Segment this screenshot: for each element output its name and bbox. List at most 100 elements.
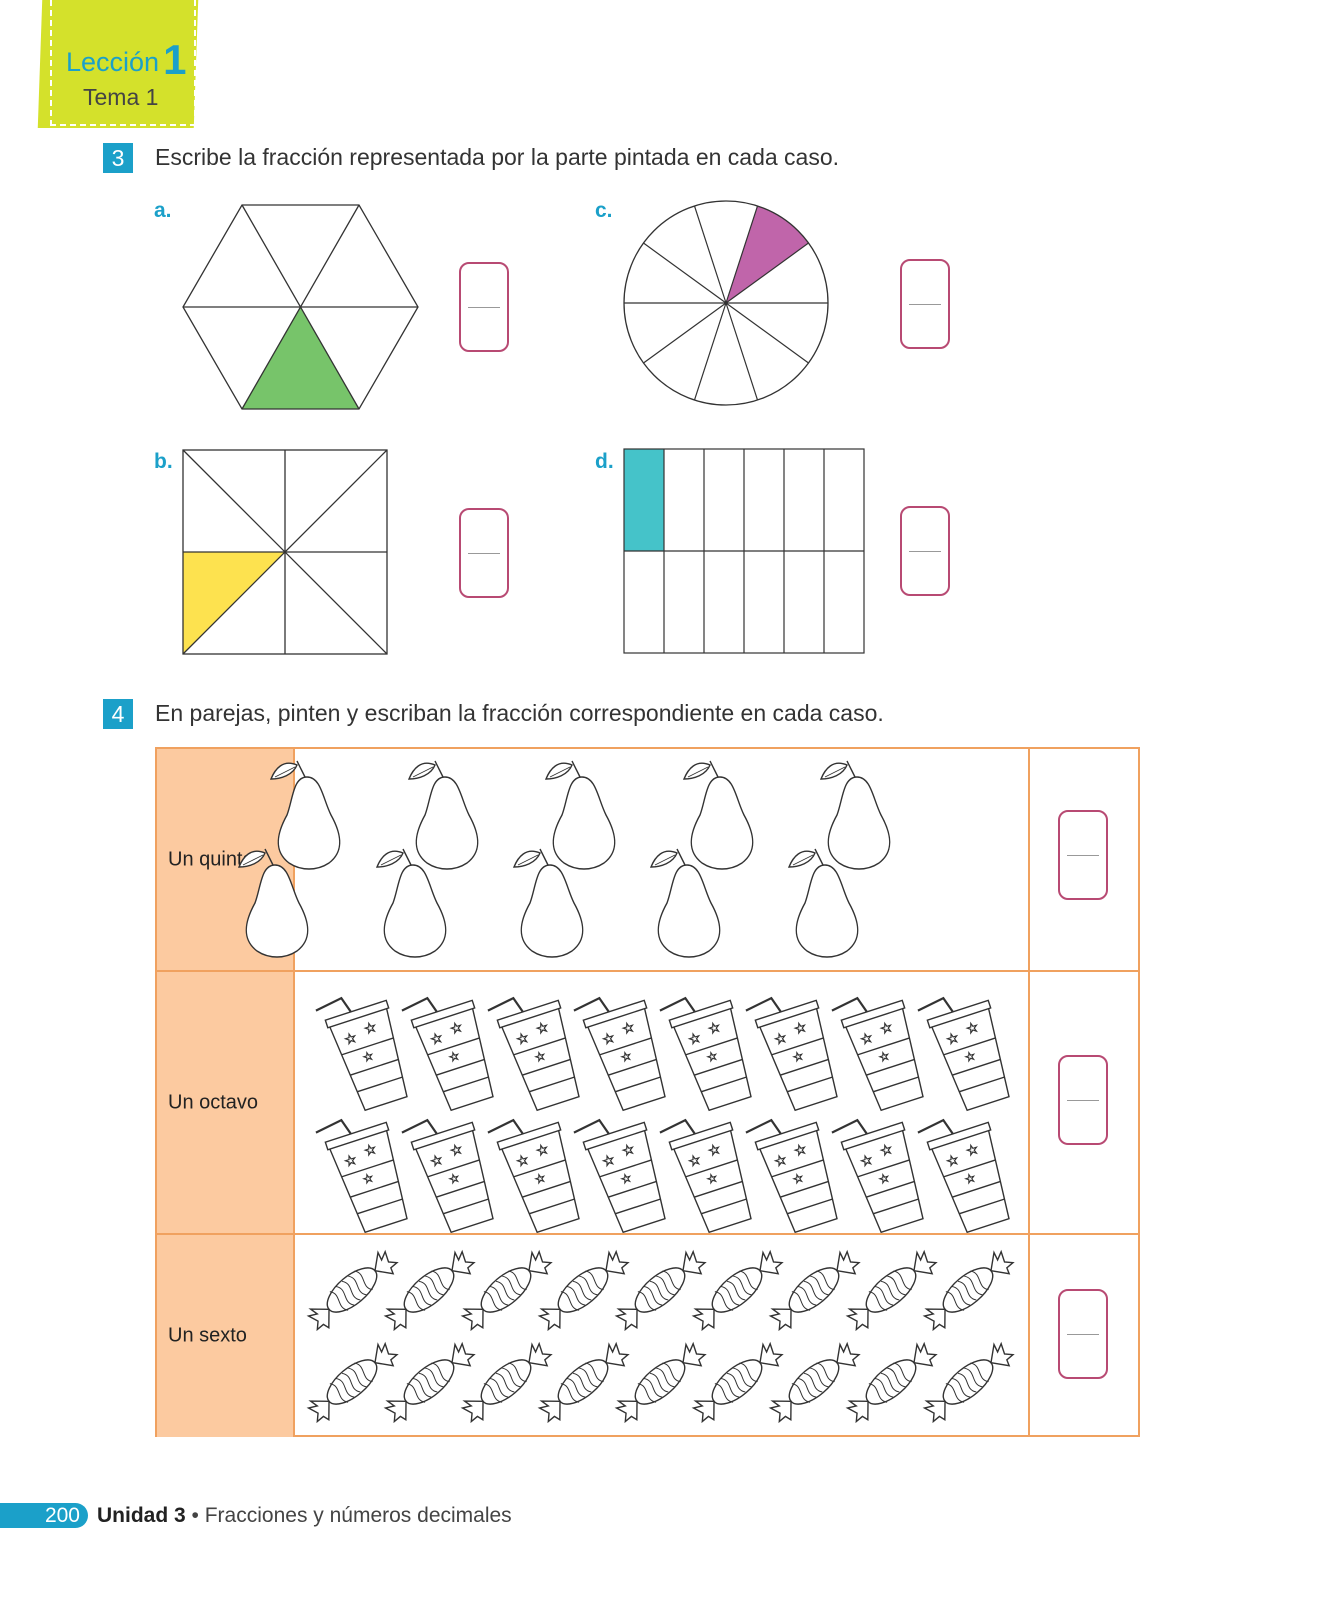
cup-icon[interactable]: ☆☆☆	[315, 985, 417, 1115]
svg-text:☆: ☆	[791, 1170, 806, 1187]
svg-text:☆: ☆	[944, 1030, 961, 1049]
svg-text:☆: ☆	[619, 1048, 634, 1065]
svg-text:☆: ☆	[620, 1141, 637, 1160]
cup-icon[interactable]: ☆☆☆	[831, 1107, 933, 1237]
candy-icon[interactable]	[842, 1338, 940, 1426]
table-row-candies: Un sexto	[157, 1235, 1138, 1437]
pear-icon[interactable]	[269, 760, 341, 870]
svg-text:☆: ☆	[877, 1048, 892, 1065]
svg-text:☆: ☆	[963, 1048, 978, 1065]
cup-icon[interactable]: ☆☆☆	[573, 1107, 675, 1237]
candy-icon[interactable]	[765, 1338, 863, 1426]
lesson-label: Lección	[66, 47, 160, 77]
answer-box-c[interactable]	[900, 259, 950, 349]
svg-text:☆: ☆	[963, 1170, 978, 1187]
cup-icon[interactable]: ☆☆☆	[917, 985, 1019, 1115]
pear-icon[interactable]	[649, 848, 721, 958]
cup-icon[interactable]: ☆☆☆	[659, 1107, 761, 1237]
candy-icon[interactable]	[688, 1246, 786, 1334]
candy-icon[interactable]	[380, 1338, 478, 1426]
cup-icon[interactable]: ☆☆☆	[401, 1107, 503, 1237]
grid-figure	[623, 448, 865, 654]
candy-icon[interactable]	[842, 1246, 940, 1334]
item-a-letter: a.	[154, 199, 172, 222]
cup-icon[interactable]: ☆☆☆	[487, 1107, 589, 1237]
svg-text:☆: ☆	[600, 1152, 617, 1171]
fraction-bar	[1067, 855, 1099, 856]
lesson-title: Lección1	[66, 36, 186, 84]
svg-text:☆: ☆	[534, 1141, 551, 1160]
svg-text:☆: ☆	[944, 1152, 961, 1171]
candy-icon[interactable]	[919, 1338, 1017, 1426]
fraction-bar	[468, 553, 500, 554]
lesson-tag-border	[50, 0, 196, 126]
cup-icon[interactable]: ☆☆☆	[745, 985, 847, 1115]
candy-icon[interactable]	[919, 1246, 1017, 1334]
fraction-bar	[909, 551, 941, 552]
cup-icon[interactable]: ☆☆☆	[573, 985, 675, 1115]
cup-icon[interactable]: ☆☆☆	[745, 1107, 847, 1237]
pear-icon[interactable]	[787, 848, 859, 958]
candy-icon[interactable]	[611, 1338, 709, 1426]
svg-text:☆: ☆	[448, 1141, 465, 1160]
fraction-bar	[1067, 1334, 1099, 1335]
fraction-bar	[468, 307, 500, 308]
cup-icon[interactable]: ☆☆☆	[487, 985, 589, 1115]
exercise-4-instruction: En parejas, pinten y escriban la fracció…	[155, 700, 884, 726]
exercise-4-number: 4	[103, 699, 133, 729]
circle-shaded-part	[726, 205, 809, 303]
candy-icon[interactable]	[303, 1246, 401, 1334]
cups-illustration[interactable]: ☆☆☆☆☆☆☆☆☆☆☆☆☆☆☆☆☆☆☆☆☆☆☆☆☆☆☆☆☆☆☆☆☆☆☆☆☆☆☆☆…	[295, 972, 1028, 1234]
answer-box-octavo[interactable]	[1058, 1055, 1108, 1145]
answer-box-a[interactable]	[459, 262, 509, 352]
svg-text:☆: ☆	[361, 1048, 376, 1065]
pear-icon[interactable]	[407, 760, 479, 870]
row-divider	[157, 1233, 1138, 1235]
candy-icon[interactable]	[303, 1338, 401, 1426]
pears-cell[interactable]	[237, 749, 1030, 970]
cup-icon[interactable]: ☆☆☆	[917, 1107, 1019, 1237]
svg-text:☆: ☆	[447, 1048, 462, 1065]
svg-text:☆: ☆	[791, 1048, 806, 1065]
answer-box-sexto[interactable]	[1058, 1289, 1108, 1379]
pear-icon[interactable]	[682, 760, 754, 870]
svg-text:☆: ☆	[428, 1030, 445, 1049]
candies-illustration[interactable]	[295, 1235, 1028, 1437]
item-c-letter: c.	[595, 199, 613, 222]
candy-icon[interactable]	[688, 1338, 786, 1426]
candy-icon[interactable]	[380, 1246, 478, 1334]
svg-text:☆: ☆	[428, 1152, 445, 1171]
footer-separator: •	[191, 1504, 199, 1527]
candy-icon[interactable]	[765, 1246, 863, 1334]
svg-text:☆: ☆	[878, 1019, 895, 1038]
cup-icon[interactable]: ☆☆☆	[659, 985, 761, 1115]
svg-text:☆: ☆	[342, 1030, 359, 1049]
cups-cell[interactable]: ☆☆☆☆☆☆☆☆☆☆☆☆☆☆☆☆☆☆☆☆☆☆☆☆☆☆☆☆☆☆☆☆☆☆☆☆☆☆☆☆…	[295, 972, 1030, 1234]
candy-icon[interactable]	[534, 1338, 632, 1426]
pears-illustration[interactable]	[237, 749, 1028, 970]
hexagon-figure	[182, 204, 419, 410]
answer-box-quinto[interactable]	[1058, 810, 1108, 900]
pear-icon[interactable]	[544, 760, 616, 870]
fraction-bar	[909, 304, 941, 305]
svg-text:☆: ☆	[858, 1152, 875, 1171]
answer-box-b[interactable]	[459, 508, 509, 598]
svg-text:☆: ☆	[705, 1170, 720, 1187]
pear-icon[interactable]	[237, 848, 309, 958]
pear-icon[interactable]	[819, 760, 891, 870]
candy-icon[interactable]	[457, 1246, 555, 1334]
cup-icon[interactable]: ☆☆☆	[831, 985, 933, 1115]
candy-icon[interactable]	[457, 1338, 555, 1426]
candy-icon[interactable]	[611, 1246, 709, 1334]
unit-label: Unidad 3	[97, 1504, 186, 1527]
table-row-cups: Un octavo ☆☆☆☆☆☆☆☆☆☆☆☆☆☆☆☆☆☆☆☆☆☆☆☆☆☆☆☆☆☆…	[157, 972, 1138, 1234]
candy-icon[interactable]	[534, 1246, 632, 1334]
candies-cell[interactable]	[295, 1235, 1030, 1437]
answer-box-d[interactable]	[900, 506, 950, 596]
cup-icon[interactable]: ☆☆☆	[315, 1107, 417, 1237]
pear-icon[interactable]	[375, 848, 447, 958]
svg-text:☆: ☆	[772, 1030, 789, 1049]
cup-icon[interactable]: ☆☆☆	[401, 985, 503, 1115]
pear-icon[interactable]	[512, 848, 584, 958]
item-b-letter: b.	[154, 450, 173, 473]
